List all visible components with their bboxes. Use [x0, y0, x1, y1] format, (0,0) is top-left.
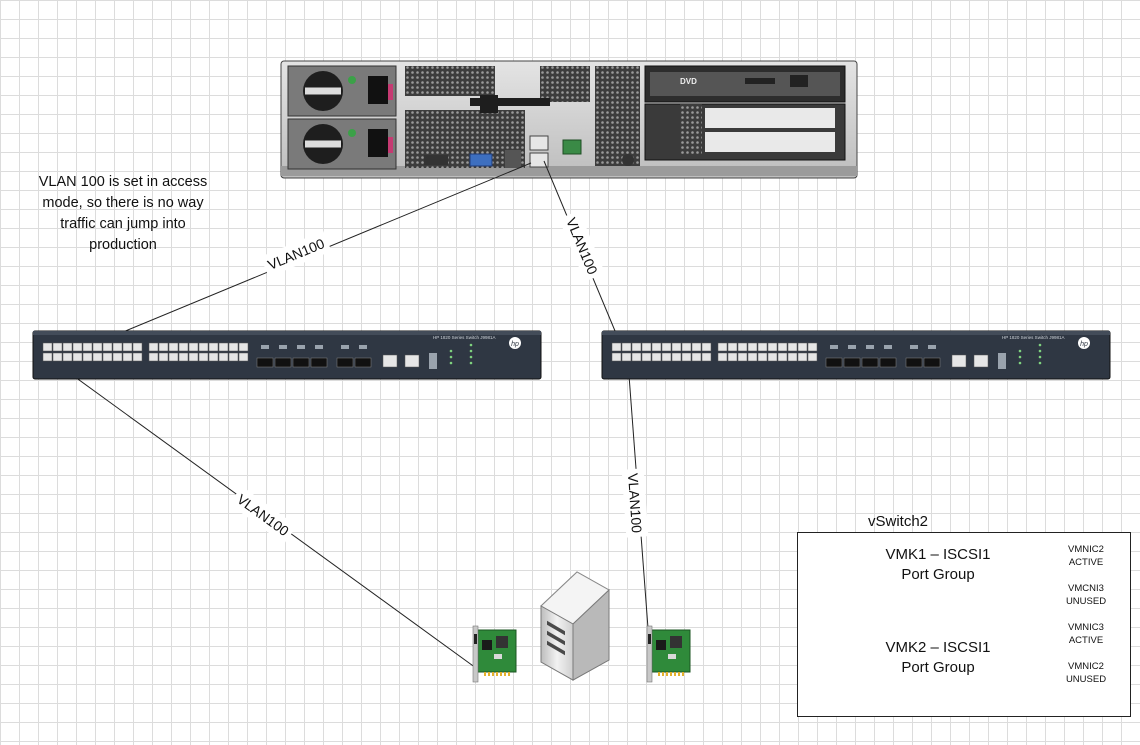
switch-1: HP 1820 Series Switch J9981A — [32, 330, 542, 380]
note-line: production — [89, 237, 157, 253]
nic-card-icon — [472, 625, 517, 683]
port-group-1-name: VMK1 – ISCSI1 — [885, 546, 991, 563]
vlan-note: VLAN 100 is set in access mode, so there… — [18, 172, 228, 256]
port-group-1-type: Port Group — [901, 566, 975, 583]
uplink-unused-state: UNUSED — [1065, 674, 1107, 685]
port-group-2-label: VMK2 – ISCSI1 Port Group — [868, 638, 1008, 678]
tower-server-icon — [540, 571, 610, 681]
uplink-active-state: ACTIVE — [1068, 635, 1104, 646]
uplink-active-nic: VMNIC2 — [1068, 544, 1104, 555]
spacer — [1051, 569, 1121, 582]
switch-2-model: HP 1820 Series Switch J9981A — [1002, 335, 1064, 340]
uplink-active-state: ACTIVE — [1068, 557, 1104, 568]
port-group-2-uplinks: VMNIC3 ACTIVE VMNIC2 UNUSED — [1051, 621, 1121, 686]
note-line: VLAN 100 is set in access — [38, 174, 208, 190]
port-group-2-type: Port Group — [901, 659, 975, 676]
vswitch-title: vSwitch2 — [868, 513, 929, 530]
switch-2: HP 1820 Series Switch J9981A — [601, 330, 1111, 380]
uplink-unused-nic: VMCNI3 — [1068, 583, 1104, 594]
port-group-1-uplinks: VMNIC2 ACTIVE VMCNI3 UNUSED — [1051, 543, 1121, 608]
uplink-unused-nic: VMNIC2 — [1068, 661, 1104, 672]
spacer — [1051, 647, 1121, 660]
power-supply-icon — [287, 118, 397, 170]
nic-card-icon — [646, 625, 691, 683]
dvd-label: DVD — [680, 77, 697, 86]
uplink-active-nic: VMNIC3 — [1068, 622, 1104, 633]
note-line: traffic can jump into — [60, 216, 186, 232]
note-line: mode, so there is no way — [42, 195, 204, 211]
power-supply-icon — [287, 65, 397, 117]
rack-server: DVD — [280, 60, 858, 179]
label-vlan-switch2-nic: VLAN100 — [625, 473, 645, 534]
port-group-2-name: VMK2 – ISCSI1 — [885, 639, 991, 656]
server-nic-port-icon — [529, 135, 549, 168]
port-group-1-label: VMK1 – ISCSI1 Port Group — [868, 545, 1008, 585]
label-vlan-switch1-nic: VLAN100 — [234, 491, 292, 539]
switch-1-model: HP 1820 Series Switch J9981A — [433, 335, 495, 340]
uplink-unused-state: UNUSED — [1065, 596, 1107, 607]
vswitch-panel — [797, 532, 1131, 717]
